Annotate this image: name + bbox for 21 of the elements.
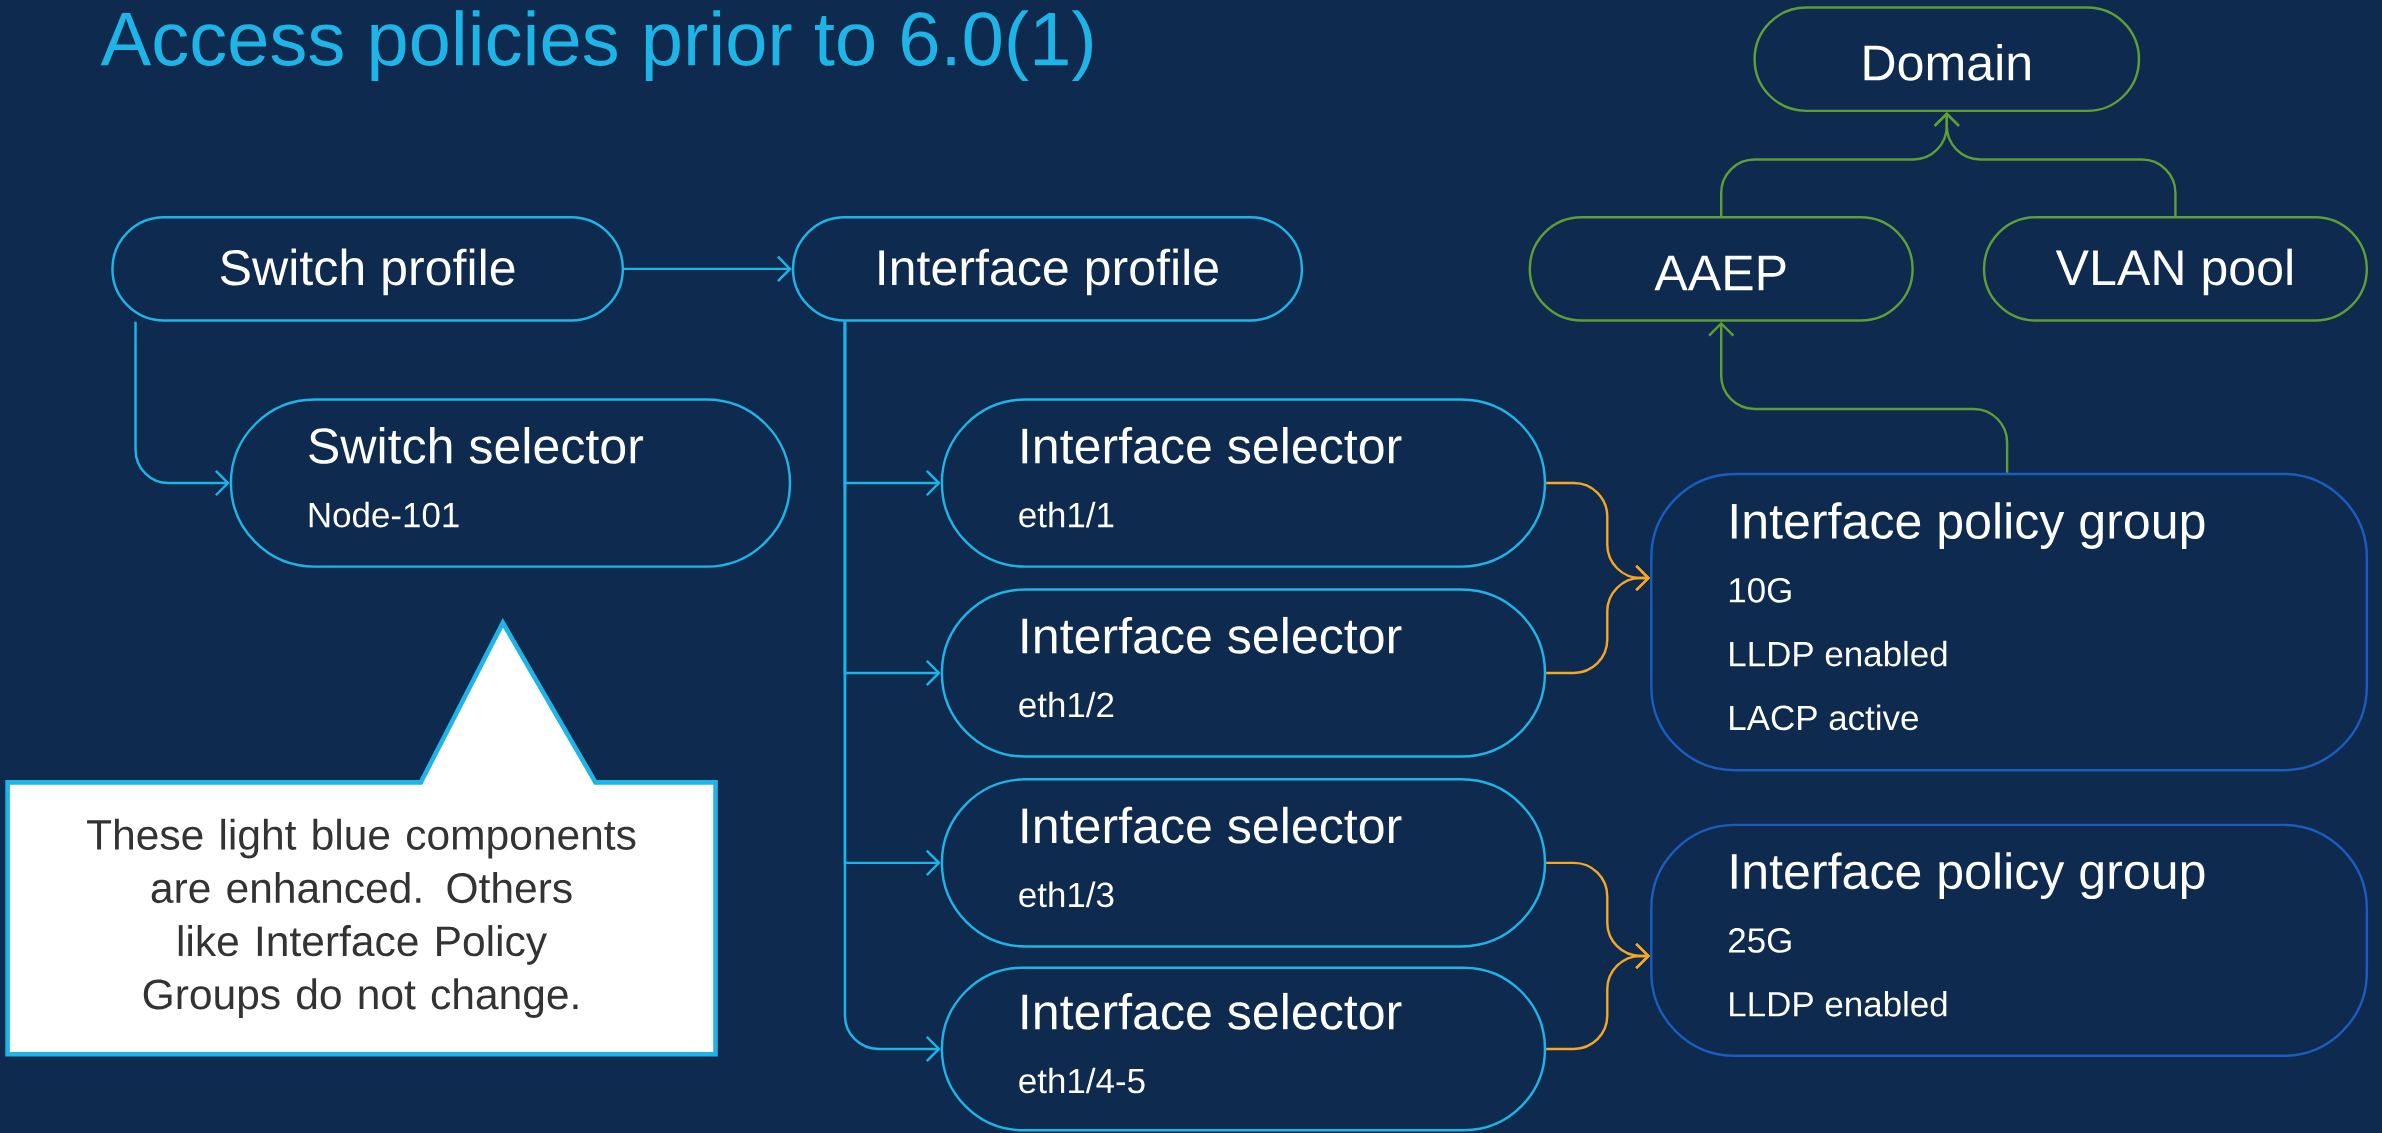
rounded-box: Domain xyxy=(1753,6,2141,112)
arrow xyxy=(134,321,230,496)
arrow xyxy=(624,255,792,282)
rounded-box: Interface selector eth1/3 xyxy=(940,777,1547,948)
rounded-box: Interface selector eth1/4-5 xyxy=(940,966,1547,1132)
slide-title: Access policies prior to 6.0(1) xyxy=(100,10,1092,81)
rounded-box: Switch selector Node-101 xyxy=(229,398,792,568)
arrow xyxy=(843,321,941,1062)
arrow xyxy=(1546,564,1651,675)
rounded-box: Interface selector eth1/1 xyxy=(940,398,1547,568)
rounded-box: Interface selector eth1/2 xyxy=(940,588,1547,758)
rounded-box: Interface profile xyxy=(791,215,1304,322)
rounded-box: VLAN pool xyxy=(1982,215,2369,322)
arrow xyxy=(1708,321,2009,473)
arrow xyxy=(1546,942,1651,1051)
callout-bubble: These light blue components are enhanced. Others like Interface Policy Groups do not change. xyxy=(5,617,718,1057)
rounded-box: Switch profile xyxy=(111,215,625,322)
policy-group-box: Interface policy group 25G LLDP enabled xyxy=(1650,823,2369,1057)
rounded-box: AAEP xyxy=(1528,215,1914,322)
arrow xyxy=(1933,112,2177,216)
policy-group-box: Interface policy group 10G LLDP enabled LACP active xyxy=(1650,472,2369,772)
